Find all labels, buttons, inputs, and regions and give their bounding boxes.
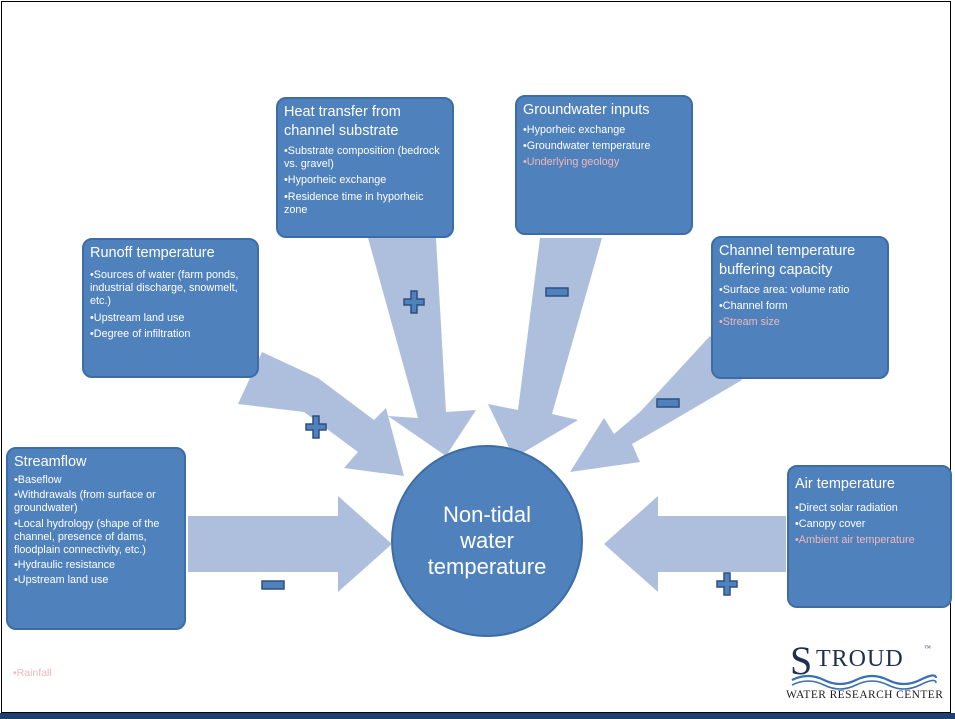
- factor-channel-item-highlight: •Stream size: [719, 316, 780, 329]
- factor-heat-box: Heat transfer from channel substrate •Su…: [276, 97, 454, 238]
- factor-heat-title: Heat transfer from channel substrate: [284, 104, 401, 139]
- factor-streamflow-list: •Baseflow •Withdrawals (from surface or …: [14, 474, 178, 588]
- sign-runoff-plus-icon: [305, 415, 327, 439]
- arrow-channel: [570, 336, 742, 472]
- sign-heat-plus-icon: [403, 290, 425, 314]
- factor-channel-item: •Channel form: [719, 300, 788, 313]
- svg-text:™: ™: [924, 644, 931, 652]
- factor-groundwater-item: •Groundwater temperature: [523, 140, 651, 153]
- slide-bottom-bar: [0, 713, 955, 719]
- factor-heat-item: •Substrate composition (bedrock vs. grav…: [284, 145, 440, 171]
- factor-runoff-item: •Degree of infiltration: [90, 327, 191, 340]
- factor-channel-item: •Surface area: volume ratio: [719, 284, 850, 296]
- factor-runoff-list: •Sources of water (farm ponds, industria…: [90, 269, 251, 341]
- arrow-streamflow: [188, 496, 392, 592]
- factor-air-list: •Direct solar radiation •Canopy cover •A…: [795, 502, 944, 548]
- factor-heat-list: •Substrate composition (bedrock vs. grav…: [284, 145, 446, 217]
- sign-channel-minus-icon: [656, 398, 680, 408]
- factor-streamflow-item: •Hydraulic resistance: [14, 559, 115, 572]
- stroud-logo: S TROUD ™: [790, 638, 938, 690]
- factor-runoff-item: •Sources of water (farm ponds, industria…: [90, 269, 239, 308]
- center-label-line: Non-tidal: [442, 502, 532, 527]
- factor-air-title: Air temperature: [795, 476, 895, 492]
- sign-streamflow-minus-icon: [261, 580, 285, 590]
- factor-air-item-highlight: •Ambient air temperature: [795, 534, 915, 547]
- factor-heat-item: •Hyporheic exchange: [284, 174, 387, 187]
- factor-air-item: •Canopy cover: [795, 518, 866, 531]
- factor-runoff-title: Runoff temperature: [90, 245, 215, 261]
- arrow-air: [604, 496, 786, 592]
- factor-streamflow-item: •Local hydrology (shape of the channel, …: [14, 517, 160, 557]
- factor-streamflow-box: Streamflow •Baseflow •Withdrawals (from …: [6, 447, 186, 630]
- logo-tagline: WATER RESEARCH CENTER: [786, 689, 944, 701]
- factor-groundwater-box: Groundwater inputs •Hyporheic exchange •…: [515, 95, 693, 235]
- factor-groundwater-item-highlight: •Underlying geology: [523, 156, 620, 169]
- svg-text:S: S: [790, 638, 812, 683]
- factor-groundwater-list: •Hyporheic exchange •Groundwater tempera…: [523, 124, 685, 170]
- factor-air-item: •Direct solar radiation: [795, 502, 898, 514]
- factor-streamflow-item: •Upstream land use: [14, 574, 109, 587]
- arrow-groundwater: [488, 238, 602, 458]
- factor-channel-title: Channel temperature buffering capacity: [719, 243, 856, 278]
- factor-channel-box: Channel temperature buffering capacity •…: [711, 236, 889, 379]
- factor-streamflow-title: Streamflow: [14, 454, 87, 470]
- center-label: Non-tidal water temperature: [428, 502, 547, 580]
- arrow-runoff: [238, 352, 404, 476]
- factor-groundwater-item: •Hyporheic exchange: [523, 124, 626, 136]
- svg-text:TROUD: TROUD: [816, 646, 904, 672]
- center-label-line: water: [460, 528, 514, 553]
- sign-air-plus-icon: [716, 572, 738, 596]
- factor-runoff-box: Runoff temperature •Sources of water (fa…: [82, 238, 259, 378]
- factor-runoff-item: •Upstream land use: [90, 311, 185, 324]
- factor-streamflow-item: •Withdrawals (from surface or groundwate…: [14, 489, 156, 515]
- factor-channel-list: •Surface area: volume ratio •Channel for…: [719, 284, 881, 330]
- rainfall-item: •Rainfall: [13, 667, 52, 679]
- factor-heat-item: •Residence time in hyporheic zone: [284, 190, 424, 216]
- arrow-heat: [368, 238, 476, 456]
- sign-groundwater-minus-icon: [545, 287, 569, 297]
- factor-groundwater-title: Groundwater inputs: [523, 102, 650, 118]
- factor-air-box: Air temperature •Direct solar radiation …: [787, 465, 952, 608]
- center-node: Non-tidal water temperature: [391, 445, 583, 637]
- center-label-line: temperature: [427, 554, 547, 579]
- factor-streamflow-item: •Baseflow: [14, 474, 62, 486]
